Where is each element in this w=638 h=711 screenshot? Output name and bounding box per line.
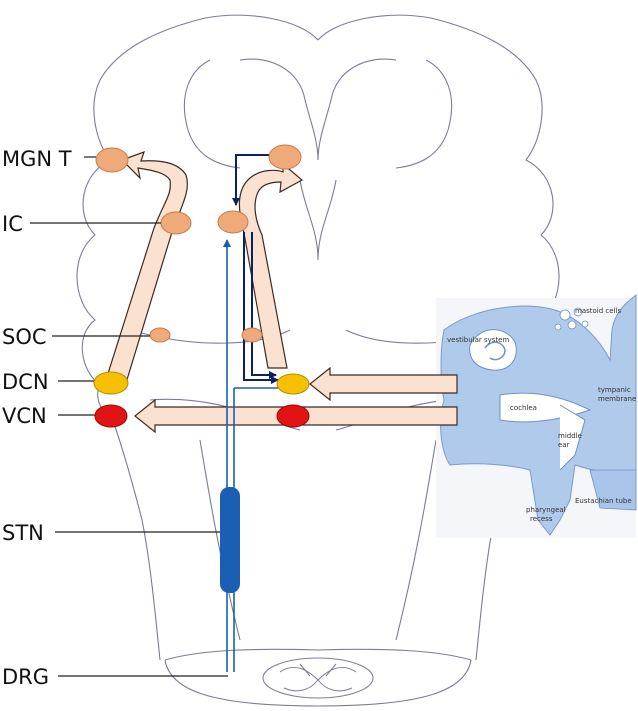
eustachian-tube-label: Eustachian tube: [575, 497, 632, 505]
drg-label: DRG: [2, 665, 49, 689]
ear-illustration: mastoid cells vestibular system tympanic…: [436, 293, 637, 538]
middle-ear-label-2: ear: [558, 441, 570, 449]
tympanic-membrane-label-2: membrane: [598, 395, 636, 403]
cochlea-label: cochlea: [510, 404, 537, 412]
pharyngeal-recess-label-1: pharyngeal: [526, 506, 566, 514]
vestibular-system-label: vestibular system: [447, 336, 509, 344]
mgn-left-nucleus: [95, 147, 129, 173]
left-ascending-pathway: [104, 151, 188, 384]
tympanic-membrane-label-1: tympanic: [598, 386, 631, 394]
stn-label: STN: [2, 521, 44, 545]
ic-right-nucleus: [217, 210, 249, 234]
ic-label: IC: [2, 212, 23, 236]
ic-left-nucleus: [160, 211, 192, 235]
spinal-cord-section: [262, 657, 374, 699]
soc-right-nucleus: [241, 327, 263, 343]
stn-nucleus: [220, 487, 240, 593]
label-leader-lines: [30, 156, 228, 677]
dcn-label: DCN: [2, 370, 49, 394]
mgn-t-label: MGN T: [2, 147, 72, 171]
mastoid-cells-label: mastoid cells: [575, 307, 621, 315]
soc-left-nucleus: [149, 327, 171, 343]
dcn-left-nucleus: [93, 371, 129, 395]
vcn-right-nucleus: [276, 404, 310, 428]
spinal-pathway: [220, 239, 293, 672]
pharyngeal-recess-label-2: recess: [530, 515, 553, 523]
middle-ear-label-1: middle: [558, 432, 582, 440]
soc-label: SOC: [2, 325, 47, 349]
dcn-right-nucleus: [276, 373, 310, 395]
mgn-right-nucleus: [268, 144, 302, 170]
vcn-label: VCN: [2, 404, 47, 428]
vcn-left-nucleus: [94, 404, 128, 428]
ear-input-arrow: [309, 366, 458, 402]
right-ascending-pathway: [238, 162, 304, 369]
descending-pathway: [232, 154, 279, 384]
